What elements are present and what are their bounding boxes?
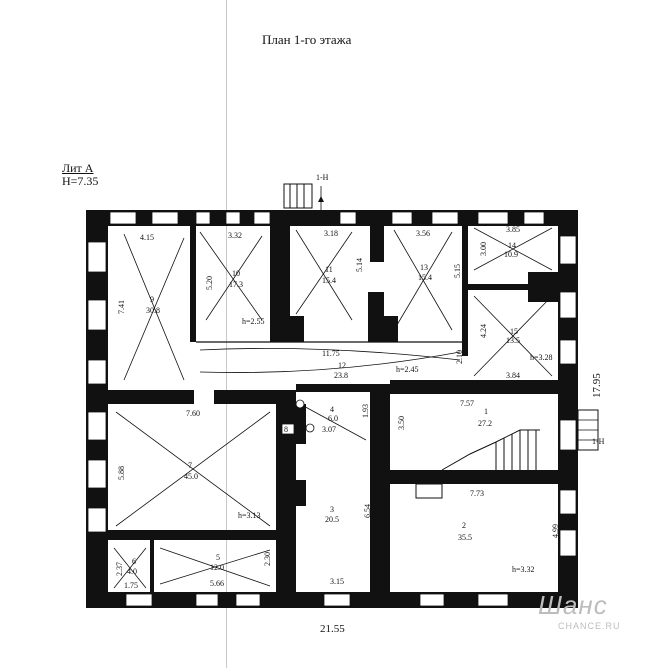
dimension: 5.88 [117, 466, 126, 480]
scan-page-edge [226, 0, 227, 668]
overall-depth: 17.95 [591, 373, 603, 398]
dimension: 2.37 [115, 562, 124, 576]
room-number: 2 [462, 521, 466, 530]
dimension: 2.30 [263, 552, 272, 566]
room-area: 35.5 [458, 533, 472, 542]
dimension: 5.66 [210, 579, 224, 588]
room-area: 17.3 [229, 280, 243, 289]
height-label: h=2.55 [242, 317, 265, 326]
section-mark-right: 1-Н [592, 437, 605, 446]
room-number: 6 [132, 557, 136, 566]
room-number: 5 [216, 553, 220, 562]
room-labels: 9 30.8 10 17.3 11 15.4 13 15.4 14 10.9 1… [127, 241, 520, 576]
dimension: 3.50 [397, 416, 406, 430]
dimension: 5.14 [355, 258, 364, 272]
room-number: 10 [232, 269, 240, 278]
dimension: 7.60 [186, 409, 200, 418]
room-number: 11 [325, 265, 333, 274]
dimension-labels: 4.15 3.32 3.18 3.56 3.85 7.41 5.20 5.14 … [115, 225, 560, 590]
dimension: 3.00 [479, 242, 488, 256]
room-area: 12.0 [210, 563, 224, 572]
building-label: Лит А H=7.35 [62, 162, 98, 188]
height-label: h=3.32 [512, 565, 535, 574]
dimension: 2.10 [455, 350, 464, 364]
dimension: 3.56 [416, 229, 430, 238]
room-area: 20.5 [325, 515, 339, 524]
height-label: h=2.45 [396, 365, 419, 374]
dimension: 11.75 [322, 349, 340, 358]
room-number: 7 [188, 461, 192, 470]
plan-title: План 1-го этажа [262, 32, 352, 47]
watermark-site: CHANCE.RU [558, 621, 621, 631]
room-area: 10.9 [504, 250, 518, 259]
dimension: 3.15 [330, 577, 344, 586]
room-number: 8 [284, 425, 288, 434]
room-number: 3 [330, 505, 334, 514]
watermark: Шанс CHANCE.RU [538, 590, 621, 631]
dimension: 5.15 [453, 264, 462, 278]
windows [87, 211, 577, 607]
staircase [415, 429, 540, 499]
dimension: 3.07 [322, 425, 336, 434]
dimension: 5.20 [205, 276, 214, 290]
room-number: 14 [508, 241, 516, 250]
room-number: 9 [150, 295, 154, 304]
room-area: 30.8 [146, 306, 160, 315]
section-mark-top: 1-Н [316, 173, 329, 182]
building-height: H=7.35 [62, 174, 99, 188]
room-number: 15 [510, 327, 518, 336]
room-cross-marks [113, 227, 553, 589]
dimension: 3.32 [228, 231, 242, 240]
dimension: 4.24 [479, 324, 488, 338]
room-area: 15.4 [418, 273, 432, 282]
height-label: h=3.28 [530, 353, 553, 362]
building-letter: Лит А [62, 161, 94, 175]
room-area: 6.0 [328, 414, 338, 423]
room-number: 12 [338, 361, 346, 370]
dimension: 4.99 [551, 524, 560, 538]
watermark-logo: Шанс [538, 590, 608, 620]
room-number: 1 [484, 407, 488, 416]
dimension: 3.85 [506, 225, 520, 234]
room-area: 27.2 [478, 419, 492, 428]
room-area: 4.0 [127, 567, 137, 576]
interior-walls [108, 226, 558, 602]
dimension: 4.15 [140, 233, 154, 242]
height-label: h=3.13 [238, 511, 261, 520]
room-number: 13 [420, 263, 428, 272]
dimension: 7.73 [470, 489, 484, 498]
dimension: 7.41 [117, 300, 126, 314]
dimension: 7.57 [460, 399, 474, 408]
dimension: 1.75 [124, 581, 138, 590]
room-number: 4 [330, 405, 334, 414]
right-entrance-porch [559, 409, 599, 451]
room-area: 13.5 [506, 336, 520, 345]
room-area: 15.4 [322, 276, 336, 285]
room-area: 45.0 [184, 472, 198, 481]
dimension: 3.84 [506, 371, 520, 380]
sanitary-fixtures [281, 399, 315, 435]
dimension: 1.93 [361, 404, 370, 418]
room-area: 23.8 [334, 371, 348, 380]
ceiling-heights: h=2.55 h=3.28 h=2.45 h=3.13 h=3.32 [238, 317, 553, 574]
dimension: 3.18 [324, 229, 338, 238]
overall-width: 21.55 [320, 623, 345, 635]
dimension: 6.54 [363, 504, 372, 518]
